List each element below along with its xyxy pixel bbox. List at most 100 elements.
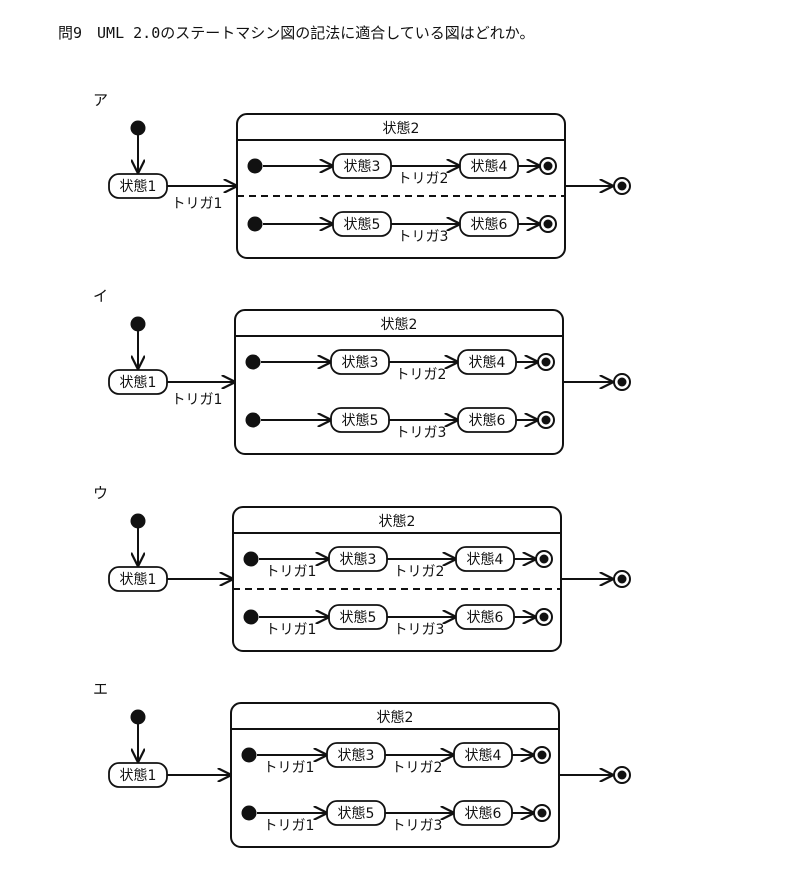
final-core <box>539 554 549 564</box>
final-ring <box>533 746 551 764</box>
region-1: 状態3 トリガ2 状態4 <box>245 349 555 383</box>
region-initial-state <box>241 747 257 763</box>
final-ring <box>535 550 553 568</box>
state-label: 状態3 <box>344 159 381 175</box>
final-core <box>539 612 549 622</box>
final-core <box>543 219 553 229</box>
state-from: 状態3 <box>332 153 392 179</box>
region-trigger-label: トリガ3 <box>392 818 443 834</box>
region-trigger-label: トリガ3 <box>396 425 447 441</box>
state-label: 状態1 <box>120 179 157 195</box>
composite-state-name: 状態2 <box>381 317 418 333</box>
region-final-state <box>537 353 555 371</box>
state-label: 状態1 <box>120 572 157 588</box>
final-state <box>613 373 631 391</box>
option-label: ウ <box>93 484 108 502</box>
entry-trigger-label: トリガ1 <box>266 622 317 638</box>
region-final-state <box>535 550 553 568</box>
state-label: 状態1 <box>120 375 157 391</box>
final-core <box>617 377 627 387</box>
state-label: 状態1 <box>120 768 157 784</box>
composite-state: 状態2 トリガ1 状態3 トリガ2 状態4 トリガ1 状態5 トリガ3 状態6 <box>230 702 560 848</box>
initial-state <box>130 316 146 332</box>
composite-state-name: 状態2 <box>383 121 420 137</box>
region-final-state <box>539 157 557 175</box>
initial-state <box>130 709 146 725</box>
initial-state <box>130 513 146 529</box>
final-core <box>617 181 627 191</box>
composite-state-name: 状態2 <box>379 514 416 530</box>
region-2: トリガ1 状態5 トリガ3 状態6 <box>241 800 551 834</box>
final-core <box>541 357 551 367</box>
final-ring <box>537 353 555 371</box>
state-label: 状態6 <box>467 610 504 626</box>
region-final-state <box>533 746 551 764</box>
region-2: 状態5 トリガ3 状態6 <box>247 211 557 245</box>
region-trigger-label: トリガ2 <box>394 564 445 580</box>
final-ring <box>613 766 631 784</box>
final-ring <box>613 177 631 195</box>
state-label: 状態3 <box>340 552 377 568</box>
final-core <box>537 808 547 818</box>
state-label: 状態3 <box>338 748 375 764</box>
region-trigger-label: トリガ2 <box>396 367 447 383</box>
option-label: ア <box>93 91 108 109</box>
final-ring <box>613 373 631 391</box>
region-initial-state <box>247 216 263 232</box>
final-core <box>541 415 551 425</box>
state-from: 状態3 <box>326 742 386 768</box>
entry-trigger-label: トリガ1 <box>264 760 315 776</box>
final-ring <box>535 608 553 626</box>
state-label: 状態4 <box>467 552 504 568</box>
entry-trigger-label: トリガ1 <box>264 818 315 834</box>
region-final-state <box>533 804 551 822</box>
entry-trigger-label: トリガ1 <box>266 564 317 580</box>
final-core <box>617 770 627 780</box>
state-label: 状態5 <box>338 806 375 822</box>
final-ring <box>533 804 551 822</box>
state-label: 状態5 <box>340 610 377 626</box>
question-text: 問9 UML 2.0のステートマシン図の記法に適合している図はどれか。 <box>58 24 535 42</box>
state-to: 状態6 <box>459 211 519 237</box>
state-1: 状態1 <box>108 369 168 395</box>
outer-trigger-label: トリガ1 <box>172 196 223 212</box>
region-initial-state <box>247 158 263 174</box>
state-label: 状態4 <box>465 748 502 764</box>
state-label: 状態4 <box>471 159 508 175</box>
state-from: 状態5 <box>326 800 386 826</box>
state-label: 状態3 <box>342 355 379 371</box>
state-to: 状態4 <box>459 153 519 179</box>
state-1: 状態1 <box>108 762 168 788</box>
state-label: 状態4 <box>469 355 506 371</box>
state-label: 状態6 <box>465 806 502 822</box>
final-core <box>617 574 627 584</box>
option-label: イ <box>93 287 108 305</box>
region-initial-state <box>243 609 259 625</box>
region-initial-state <box>241 805 257 821</box>
state-from: 状態5 <box>328 604 388 630</box>
state-to: 状態6 <box>455 604 515 630</box>
region-1: トリガ1 状態3 トリガ2 状態4 <box>241 742 551 776</box>
region-initial-state <box>243 551 259 567</box>
final-ring <box>613 570 631 588</box>
region-trigger-label: トリガ3 <box>398 229 449 245</box>
region-trigger-label: トリガ2 <box>392 760 443 776</box>
composite-state-name: 状態2 <box>377 710 414 726</box>
state-to: 状態4 <box>453 742 513 768</box>
state-to: 状態6 <box>453 800 513 826</box>
region-1: トリガ1 状態3 トリガ2 状態4 <box>243 546 553 580</box>
final-core <box>543 161 553 171</box>
final-state <box>613 570 631 588</box>
state-label: 状態6 <box>471 217 508 233</box>
state-to: 状態4 <box>457 349 517 375</box>
state-from: 状態5 <box>332 211 392 237</box>
